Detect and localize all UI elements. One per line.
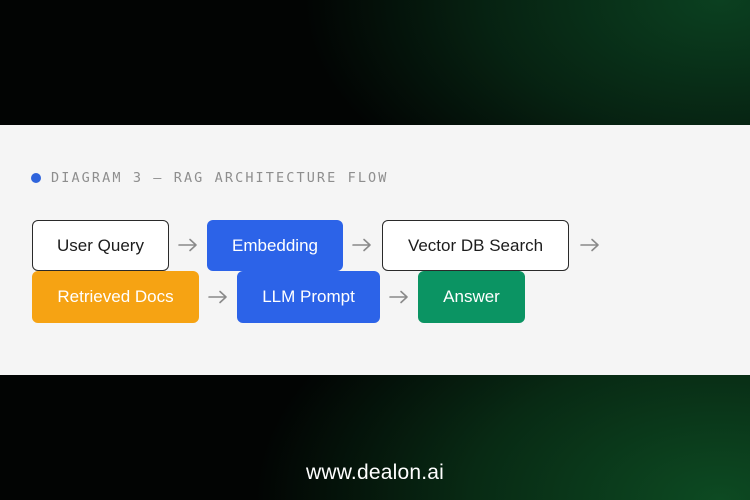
node-label: Retrieved Docs [57, 287, 174, 306]
node-label: User Query [57, 235, 144, 255]
node-embedding: Embedding [207, 220, 343, 271]
node-retrieved-docs: Retrieved Docs [32, 271, 199, 323]
bullet-dot-icon [31, 173, 41, 183]
node-user-query: User Query [32, 220, 169, 271]
website-footer: www.dealon.ai [305, 461, 444, 484]
node-vector-db-search: Vector DB Search [382, 220, 569, 271]
node-label: LLM Prompt [262, 287, 355, 306]
arrow-right-icon [352, 238, 372, 252]
arrow-right-icon [389, 290, 409, 304]
node-label: Vector DB Search [407, 235, 544, 255]
diagram-heading: DIAGRAM 3 — RAG ARCHITECTURE FLOW [31, 170, 389, 186]
node-answer: Answer [418, 271, 525, 323]
arrow-right-icon [580, 238, 600, 252]
node-label: Answer [443, 287, 500, 306]
node-label: Embedding [231, 235, 318, 255]
arrow-right-icon [208, 290, 228, 304]
node-llm-prompt: LLM Prompt [237, 271, 380, 323]
diagram-title: DIAGRAM 3 — RAG ARCHITECTURE FLOW [51, 170, 389, 186]
arrow-right-icon [178, 238, 198, 252]
